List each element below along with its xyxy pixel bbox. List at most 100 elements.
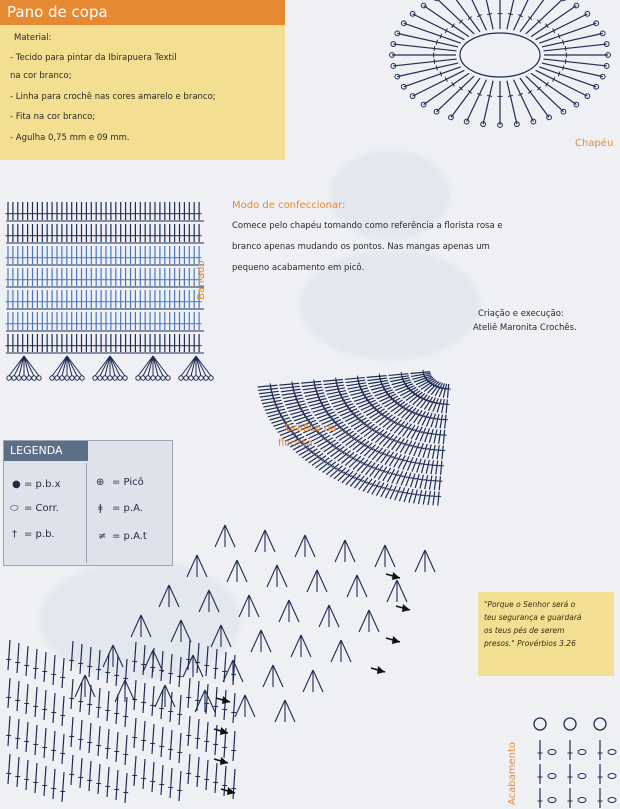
direction-arrow-icon — [220, 727, 228, 735]
lower-stitch — [142, 720, 146, 752]
lower-stitch — [124, 734, 128, 766]
material-line: - Fita na cor branco; — [10, 112, 96, 122]
stitch-crossbar — [403, 381, 407, 387]
stitch-crossbar — [294, 393, 297, 399]
lower-stitch — [160, 688, 164, 720]
chapeu-picot — [584, 10, 591, 17]
acabamento-chain — [607, 773, 617, 779]
legend-panel: LEGENDA ● = p.b.x ⬭ = Corr. † = p.b. ⊕ =… — [3, 440, 173, 566]
skirt-stitch — [367, 377, 388, 382]
skirt-stitch — [287, 436, 305, 445]
ruffle-stitch — [346, 574, 368, 598]
skirt-stitch — [356, 421, 373, 433]
stitch-crossbar — [536, 86, 542, 91]
skirt-stitch — [427, 397, 436, 411]
skirt-stitch — [321, 416, 339, 425]
chapeu-picot — [409, 93, 416, 100]
skirt-stitch — [303, 424, 321, 434]
stitch-crossbar — [336, 467, 341, 472]
stitch-crossbar — [413, 411, 418, 416]
stitch-crossbar — [301, 408, 304, 414]
stitch-crossbar — [299, 439, 303, 445]
stitch-crossbar — [362, 479, 368, 484]
label-barrado: Barrado — [196, 260, 207, 300]
ruffle-stitch — [170, 619, 192, 643]
chapeu-stitch — [519, 0, 545, 33]
stitch-crossbar — [411, 389, 415, 395]
acabamento-picot — [563, 717, 577, 731]
skirt-stitch — [264, 405, 284, 411]
stitch-crossbar — [415, 393, 420, 399]
skirt-stitch — [402, 456, 410, 470]
lower-stitch — [34, 648, 38, 680]
skirt-stitch — [360, 402, 378, 411]
skirt-stitch — [267, 411, 287, 418]
stitch-crossbar — [435, 417, 441, 421]
skirt-stitch — [397, 422, 409, 436]
stitch-crossbar — [351, 456, 356, 461]
skirt-stitch — [430, 382, 442, 396]
stitch-crossbar — [325, 408, 328, 414]
skirt-stitch — [301, 380, 322, 384]
lower-stitch — [16, 718, 20, 750]
acabamento-chain — [577, 773, 587, 779]
lower-stitch — [34, 724, 38, 756]
barrado-fan-stitch — [195, 355, 212, 377]
ruffle-stitch — [294, 534, 316, 558]
skirt-stitch — [442, 383, 448, 398]
lower-stitch — [205, 683, 209, 715]
skirt-stitch — [322, 461, 337, 473]
skirt-stitch — [397, 404, 411, 417]
stitch-crossbar — [410, 410, 415, 415]
stitch-crossbar — [361, 389, 364, 395]
skirt-stitch — [316, 411, 335, 419]
skirt-stitch — [370, 384, 390, 391]
barrado-picot — [6, 375, 12, 381]
stitch-crossbar — [408, 387, 413, 393]
skirt-stitch — [436, 398, 442, 413]
skirt-stitch — [428, 428, 434, 443]
barrado-picot — [107, 375, 113, 381]
skirt-stitch — [390, 401, 406, 413]
skirt-stitch — [430, 460, 435, 475]
stitch-crossbar — [313, 451, 317, 457]
stitch-crossbar — [339, 392, 342, 398]
lower-stitch — [88, 646, 92, 678]
skirt-stitch — [384, 484, 393, 499]
skirt-stitch — [329, 395, 349, 402]
lower-stitch — [52, 730, 56, 762]
skirt-stitch — [425, 459, 430, 474]
skirt-stitch — [413, 442, 420, 457]
ruffle-stitch — [102, 644, 124, 668]
stitch-crossbar — [384, 434, 389, 440]
lower-stitch — [124, 658, 128, 690]
skirt-stitch — [323, 441, 339, 453]
stitch-crossbar — [467, 16, 473, 21]
stitch-crossbar — [338, 389, 341, 395]
chapeu-picot — [561, 0, 566, 2]
credit-line: Ateliê Maronita Crochês. — [473, 323, 577, 333]
chapeu-stitch — [539, 22, 597, 44]
stitch-crossbar — [362, 420, 366, 426]
ruffle-stitch — [198, 589, 220, 613]
skirt-stitch — [363, 425, 378, 437]
skirt-stitch — [307, 397, 327, 404]
legend-item: = p.b.x — [24, 479, 61, 490]
skirt-stitch — [435, 460, 439, 475]
chapeu-picot — [603, 63, 610, 69]
skirt-stitch — [404, 440, 413, 455]
skirt-stitch — [438, 476, 442, 491]
stitch-crossbar — [417, 430, 423, 434]
stitch-crossbar — [292, 431, 296, 437]
skirt-stitch — [302, 386, 323, 391]
direction-arrow-icon — [220, 757, 228, 765]
skirt-stitch — [271, 417, 291, 424]
chapeu-stitch — [397, 32, 459, 48]
lower-stitch — [61, 733, 65, 765]
stitch-crossbar — [278, 411, 282, 417]
stitch-crossbar — [377, 467, 383, 472]
skirt-stitch — [333, 467, 347, 480]
stitch-crossbar — [339, 469, 344, 474]
skirt-stitch — [410, 425, 420, 440]
chapeu-picot — [400, 83, 407, 90]
